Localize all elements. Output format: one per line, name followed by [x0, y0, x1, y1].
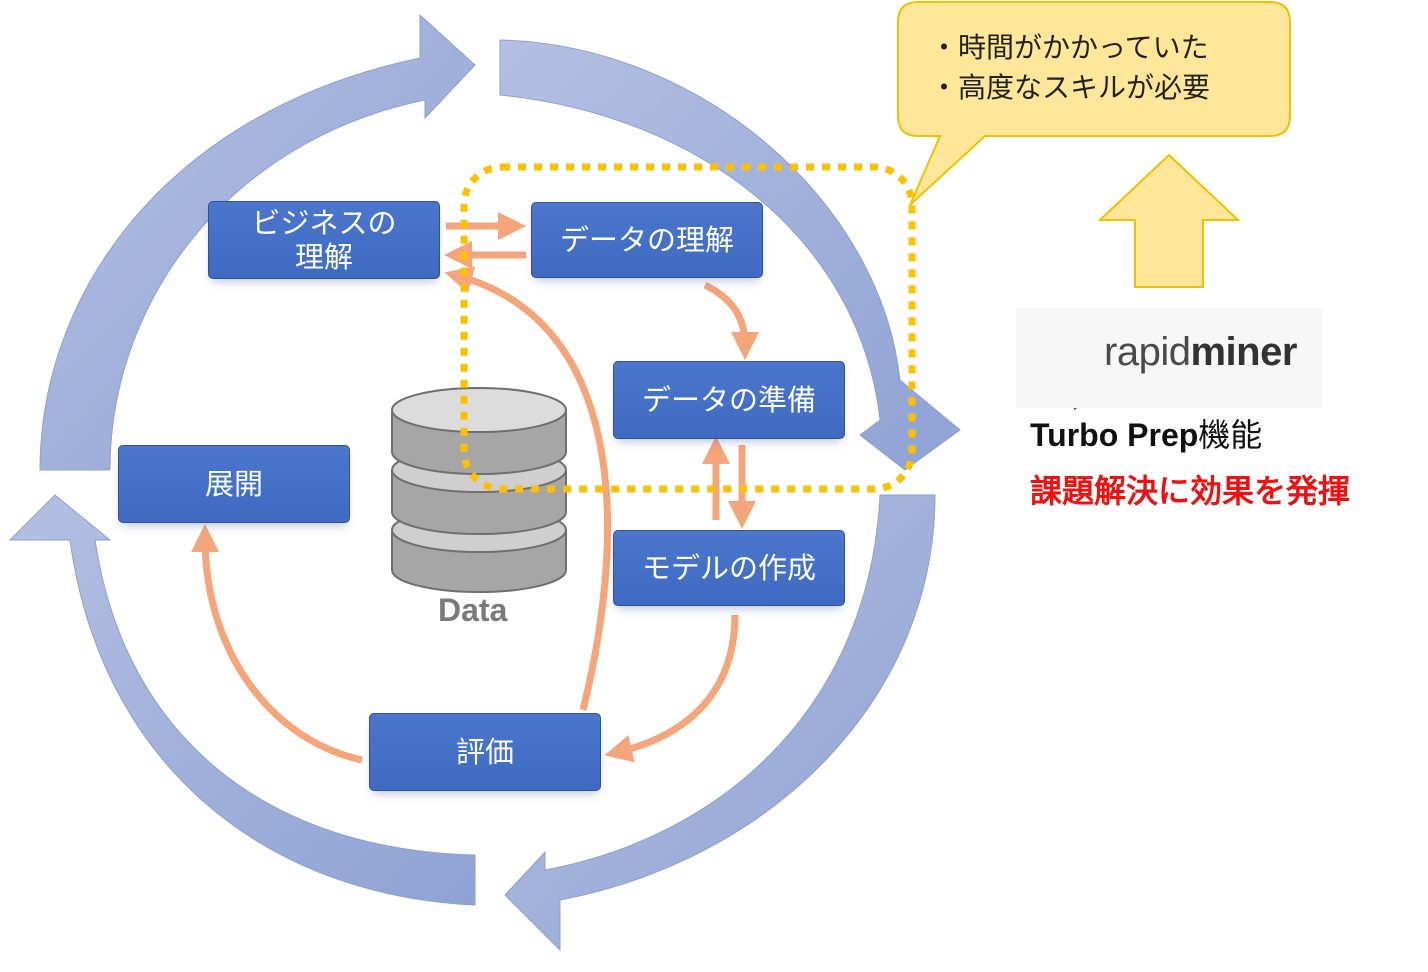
flow-understanding-to-prep: [703, 281, 759, 360]
cycle-arrow-top-right: [499, 39, 961, 471]
feature-name: Turbo Prep: [1030, 417, 1199, 453]
rapidminer-logo: rapidminer: [1016, 308, 1322, 408]
phase-business-understanding: ビジネスの 理解: [208, 201, 440, 279]
up-arrow-icon: [1097, 153, 1241, 288]
phase-deployment-label: 展開: [204, 467, 263, 501]
phase-modeling-label: モデルの作成: [641, 551, 816, 585]
phase-deployment: 展開: [118, 445, 350, 523]
cycle-arrow-bottom-right: [504, 494, 936, 952]
phase-data-understanding-label: データの理解: [559, 223, 734, 257]
flow-model-to-eval: [604, 614, 739, 763]
effect-text: 課題解決に効果を発揮: [1030, 472, 1351, 510]
phase-evaluation: 評価: [369, 713, 601, 791]
callout-line-1: ・時間がかかっていた: [930, 31, 1209, 64]
logo-prefix: rapid: [1104, 330, 1191, 374]
phase-modeling: モデルの作成: [613, 530, 845, 606]
phase-evaluation-label: 評価: [455, 735, 514, 769]
phase-data-preparation: データの準備: [613, 361, 845, 439]
flow-arrows: [191, 212, 759, 764]
phase-data-preparation-label: データの準備: [641, 383, 816, 417]
callout-bubble: [897, 1, 1291, 206]
feature-suffix: 機能: [1198, 416, 1263, 454]
callout-line-2: ・高度なスキルが必要: [930, 71, 1211, 104]
logo-suffix: miner: [1190, 330, 1297, 374]
phase-data-understanding: データの理解: [531, 202, 763, 278]
flow-eval-to-deploy: [191, 524, 363, 764]
flow-eval-to-business: [444, 266, 611, 711]
phase-business-understanding-label: ビジネスの 理解: [251, 206, 397, 274]
database-icon: [391, 387, 567, 593]
cycle-arrows: [8, 13, 961, 952]
feature-title: Turbo Prep機能: [1030, 410, 1262, 456]
callout-text: ・時間がかかっていた ・高度なスキルが必要: [930, 28, 1280, 108]
cycle-arrow-bottom-left: [8, 494, 476, 906]
data-label: Data: [438, 592, 508, 628]
cycle-arrow-top-left: [39, 13, 476, 471]
rapidminer-wordmark: rapidminer: [1104, 330, 1297, 375]
